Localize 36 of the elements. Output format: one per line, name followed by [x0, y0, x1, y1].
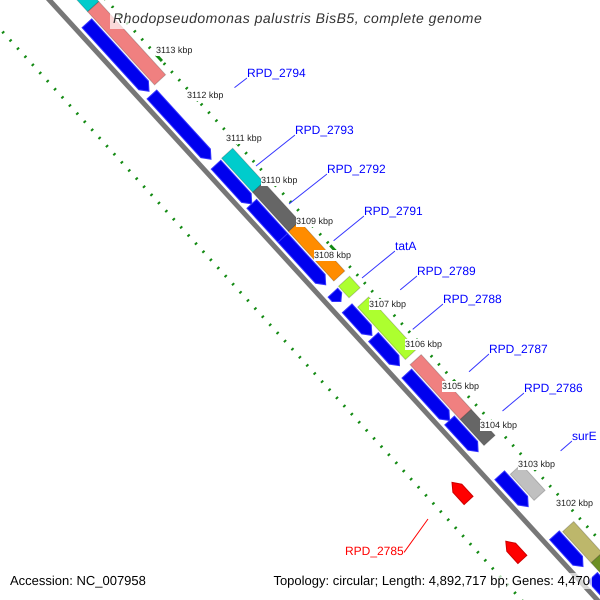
gene-label: RPD_2793: [295, 123, 354, 137]
leader-line: [333, 216, 364, 242]
gene-label: RPD_2792: [327, 162, 386, 176]
scale-label: 3103 kbp: [518, 459, 556, 470]
gene-label: RPD_2791: [364, 204, 423, 218]
leader-line: [412, 304, 444, 330]
leader-line: [256, 134, 296, 166]
scale-label: 3109 kbp: [296, 216, 334, 227]
scale-label: 3112 kbp: [187, 90, 224, 101]
gene-label: RPD_2794: [247, 66, 306, 80]
leader-line: [560, 440, 572, 452]
accession-text: Accession: NC_007958: [8, 573, 148, 589]
gene-label: surE: [572, 429, 597, 443]
gene-label: RPD_2785: [345, 544, 404, 558]
leader-line: [468, 354, 490, 372]
scale-label: 3108 kbp: [314, 250, 352, 261]
leader-line: [400, 276, 418, 290]
scale-label: 3110 kbp: [261, 175, 298, 186]
scale-label: 3106 kbp: [405, 339, 442, 350]
gene-label: tatA: [395, 239, 416, 253]
gene-label: RPD_2786: [524, 381, 583, 395]
scale-label: 3105 kbp: [442, 381, 480, 392]
scale-label: 3102 kbp: [556, 498, 594, 509]
leader-line: [234, 78, 248, 88]
gene-label: RPD_2789: [417, 264, 476, 278]
scale-label: 3113 kbp: [156, 45, 192, 56]
topology-text: Topology: circular; Length: 4,892,717 bp; Genes: 4,470: [271, 573, 592, 589]
leader-line: [502, 392, 524, 412]
leader-line: [404, 518, 428, 553]
scale-label: 3107 kbp: [369, 299, 406, 310]
gene-label: RPD_2787: [489, 342, 548, 356]
leader-line: [362, 250, 396, 278]
scale-label: 3104 kbp: [480, 420, 518, 431]
scale-label: 3111 kbp: [226, 133, 262, 144]
gene-label: RPD_2788: [443, 292, 502, 306]
leader-line: [288, 174, 328, 204]
